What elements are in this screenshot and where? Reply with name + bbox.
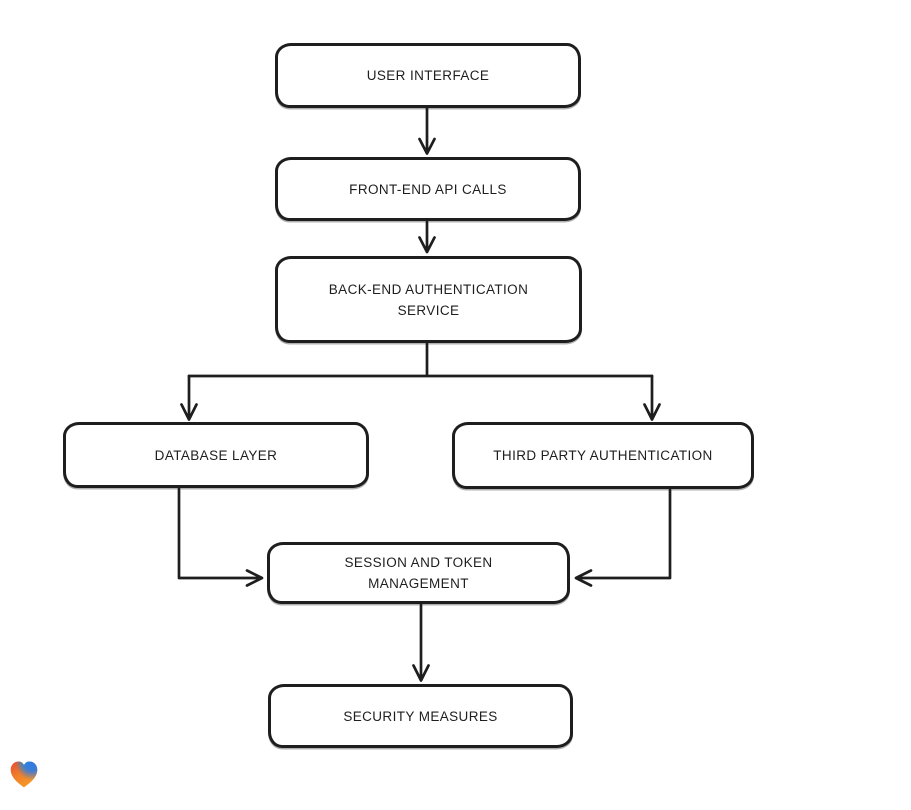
edge-session-to-security bbox=[412, 603, 430, 682]
edge-thirdparty-to-session bbox=[574, 488, 672, 587]
node-user-interface: USER INTERFACE bbox=[275, 43, 581, 108]
edge-branch-to-database bbox=[180, 374, 198, 421]
edge-branch-to-thirdparty bbox=[643, 374, 661, 421]
edge-backend-branch bbox=[187, 342, 654, 378]
edge-database-to-session bbox=[177, 487, 264, 587]
node-label: FRONT-END API CALLS bbox=[349, 181, 507, 197]
node-label: DATABASE LAYER bbox=[154, 447, 278, 463]
edge-frontend-to-backend bbox=[418, 220, 436, 254]
node-front-end-api-calls: FRONT-END API CALLS bbox=[275, 157, 581, 221]
node-third-party-authentication: THIRD PARTY AUTHENTICATION bbox=[452, 422, 754, 489]
node-label: THIRD PARTY AUTHENTICATION bbox=[493, 448, 713, 463]
node-label: BACK-END AUTHENTICATION SERVICE bbox=[328, 281, 529, 318]
node-label: SESSION AND TOKEN MANAGEMENT bbox=[344, 555, 493, 591]
node-session-and-token-management: SESSION AND TOKEN MANAGEMENT bbox=[267, 542, 570, 604]
gradient-heart-logo[interactable] bbox=[7, 756, 41, 792]
node-back-end-authentication-service: BACK-END AUTHENTICATION SERVICE bbox=[275, 256, 582, 343]
node-database-layer: DATABASE LAYER bbox=[63, 422, 369, 488]
node-label: USER INTERFACE bbox=[366, 68, 490, 83]
node-label: SECURITY MEASURES bbox=[343, 708, 498, 724]
edge-ui-to-frontend bbox=[418, 106, 436, 155]
node-security-measures: SECURITY MEASURES bbox=[268, 684, 573, 748]
